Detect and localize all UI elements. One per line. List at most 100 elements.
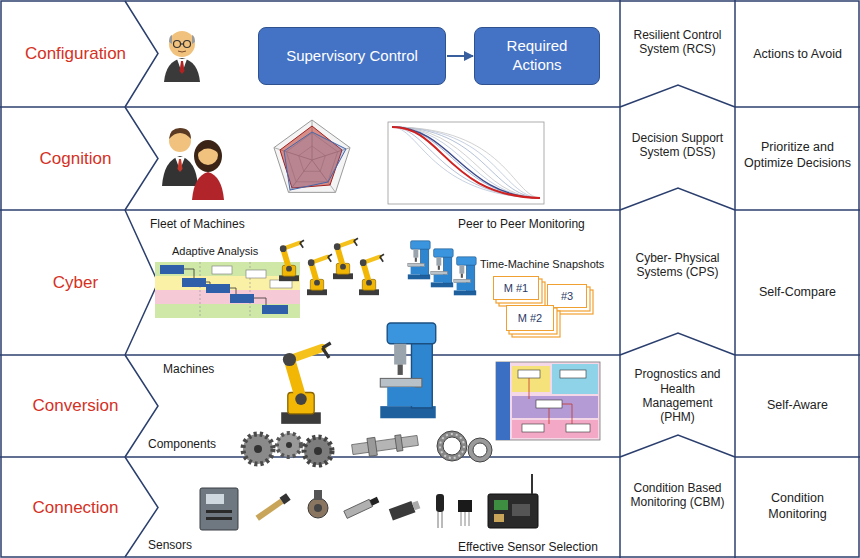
- accelerometer: [308, 498, 328, 518]
- adaptive-analysis-chart: [200, 262, 250, 318]
- sensor-probe: [280, 493, 291, 504]
- engineer-icon: [164, 58, 200, 82]
- people-icon: [192, 172, 224, 200]
- people-icon: [194, 140, 222, 172]
- cylinder-sensor: [412, 501, 420, 511]
- level-band: Conversion: [0, 355, 620, 457]
- figure-label: Effective Sensor Selection: [458, 540, 598, 554]
- gears: [254, 445, 262, 453]
- adaptive-analysis-chart: [212, 266, 232, 274]
- adaptive-analysis-chart: [155, 262, 300, 276]
- cylinder-sensor: [389, 501, 416, 520]
- transistor-sensor: [458, 500, 472, 526]
- degradation-chart: [392, 127, 540, 198]
- node-text: Condition Monitoring: [741, 491, 854, 522]
- node-text: #3: [550, 290, 584, 302]
- accelerometer: [308, 490, 328, 518]
- sensor-probe: [256, 499, 284, 521]
- adaptive-analysis-chart: [206, 284, 230, 293]
- gears: [304, 437, 332, 465]
- figure-label: Peer to Peer Monitoring: [458, 217, 585, 231]
- snapshot-card: M #1: [493, 276, 539, 300]
- data-acquisition-box: [200, 488, 238, 530]
- level-band: ConfigurationSupervisory ControlRequired…: [0, 0, 620, 107]
- node-text: Actions to Avoid: [741, 47, 854, 63]
- gears: [314, 447, 322, 455]
- proximity-sensor: [344, 499, 373, 518]
- system-chevron: Condition Based Monitoring (CBM): [622, 464, 733, 526]
- node-text: Cognition: [8, 149, 143, 169]
- figure-label: Sensors: [148, 538, 192, 552]
- degradation-chart: [392, 127, 540, 198]
- machine-fleet: [454, 257, 476, 296]
- degradation-chart: [392, 127, 540, 198]
- engineer-icon: [174, 41, 181, 48]
- snapshot-stack: [496, 279, 593, 337]
- node-text: Cyber: [8, 273, 143, 293]
- row-chevrons: [125, 1, 158, 107]
- level-band: Cyber M #1 #3 M #2: [0, 210, 620, 355]
- robot-fleet: [279, 238, 384, 295]
- robot-arm: [281, 343, 331, 424]
- node-text: Decision Support System (DSS): [625, 131, 730, 160]
- function-cell: Self-Aware: [737, 383, 858, 429]
- degradation-chart: [388, 122, 544, 204]
- people-icon: [162, 128, 198, 186]
- node-text: M #2: [509, 312, 551, 324]
- phm-chart: [518, 370, 590, 432]
- adaptive-analysis-chart: [246, 270, 266, 278]
- temperature-sensor: [436, 494, 444, 528]
- degradation-chart: [392, 127, 540, 198]
- level-chevrons: [620, 85, 735, 457]
- process-box: Supervisory Control: [258, 27, 446, 85]
- shaft: [352, 435, 419, 454]
- figure-label: Components: [148, 437, 216, 451]
- bearings: [440, 434, 464, 458]
- level-chevrons: [620, 85, 735, 107]
- gears: [243, 434, 273, 464]
- row-chevrons: [125, 107, 158, 210]
- people-icon: [169, 128, 191, 139]
- node-text: Condition Based Monitoring (CBM): [625, 481, 730, 510]
- process-box: Required Actions: [474, 27, 600, 85]
- shaft: [395, 435, 403, 452]
- node-text: Conversion: [8, 396, 143, 416]
- degradation-chart: [392, 127, 540, 198]
- phm-chart: [512, 420, 598, 438]
- node-text: Supervisory Control: [267, 47, 437, 66]
- grid-lines: [734, 0, 736, 558]
- node-text: Self-Compare: [741, 285, 854, 301]
- degradation-chart: [392, 127, 540, 198]
- cylinder-sensor: [389, 499, 421, 521]
- level-band: Cognition: [0, 107, 620, 210]
- adaptive-analysis-chart: [184, 269, 266, 309]
- robot-fleet: [307, 254, 332, 295]
- wireless-board: [531, 474, 533, 494]
- robot-fleet: [279, 240, 304, 281]
- accelerometer: [314, 490, 322, 500]
- node-text: Connection: [8, 498, 143, 518]
- gears: [243, 433, 332, 465]
- function-cell: Actions to Avoid: [737, 20, 858, 90]
- phm-chart: [529, 378, 572, 424]
- degradation-chart: [392, 127, 540, 198]
- grid-lines: [0, 106, 620, 108]
- phm-chart: [518, 370, 540, 378]
- gears: [277, 433, 301, 457]
- grid-lines: [735, 106, 860, 108]
- engineer-icon: [181, 43, 184, 44]
- machine-fleet: [431, 249, 453, 287]
- sensor-probe: [255, 493, 291, 521]
- people-icon: [178, 159, 183, 172]
- phm-chart: [496, 362, 600, 440]
- milling-machine: [380, 323, 435, 418]
- adaptive-analysis-chart: [262, 305, 288, 314]
- data-acquisition-box: [206, 510, 232, 513]
- phm-chart: [512, 366, 550, 392]
- adaptive-analysis-chart: [270, 280, 292, 288]
- wireless-board: [494, 500, 508, 510]
- transistor-sensor: [461, 512, 469, 526]
- bearings: [443, 437, 461, 455]
- adaptive-analysis-chart: [155, 262, 300, 318]
